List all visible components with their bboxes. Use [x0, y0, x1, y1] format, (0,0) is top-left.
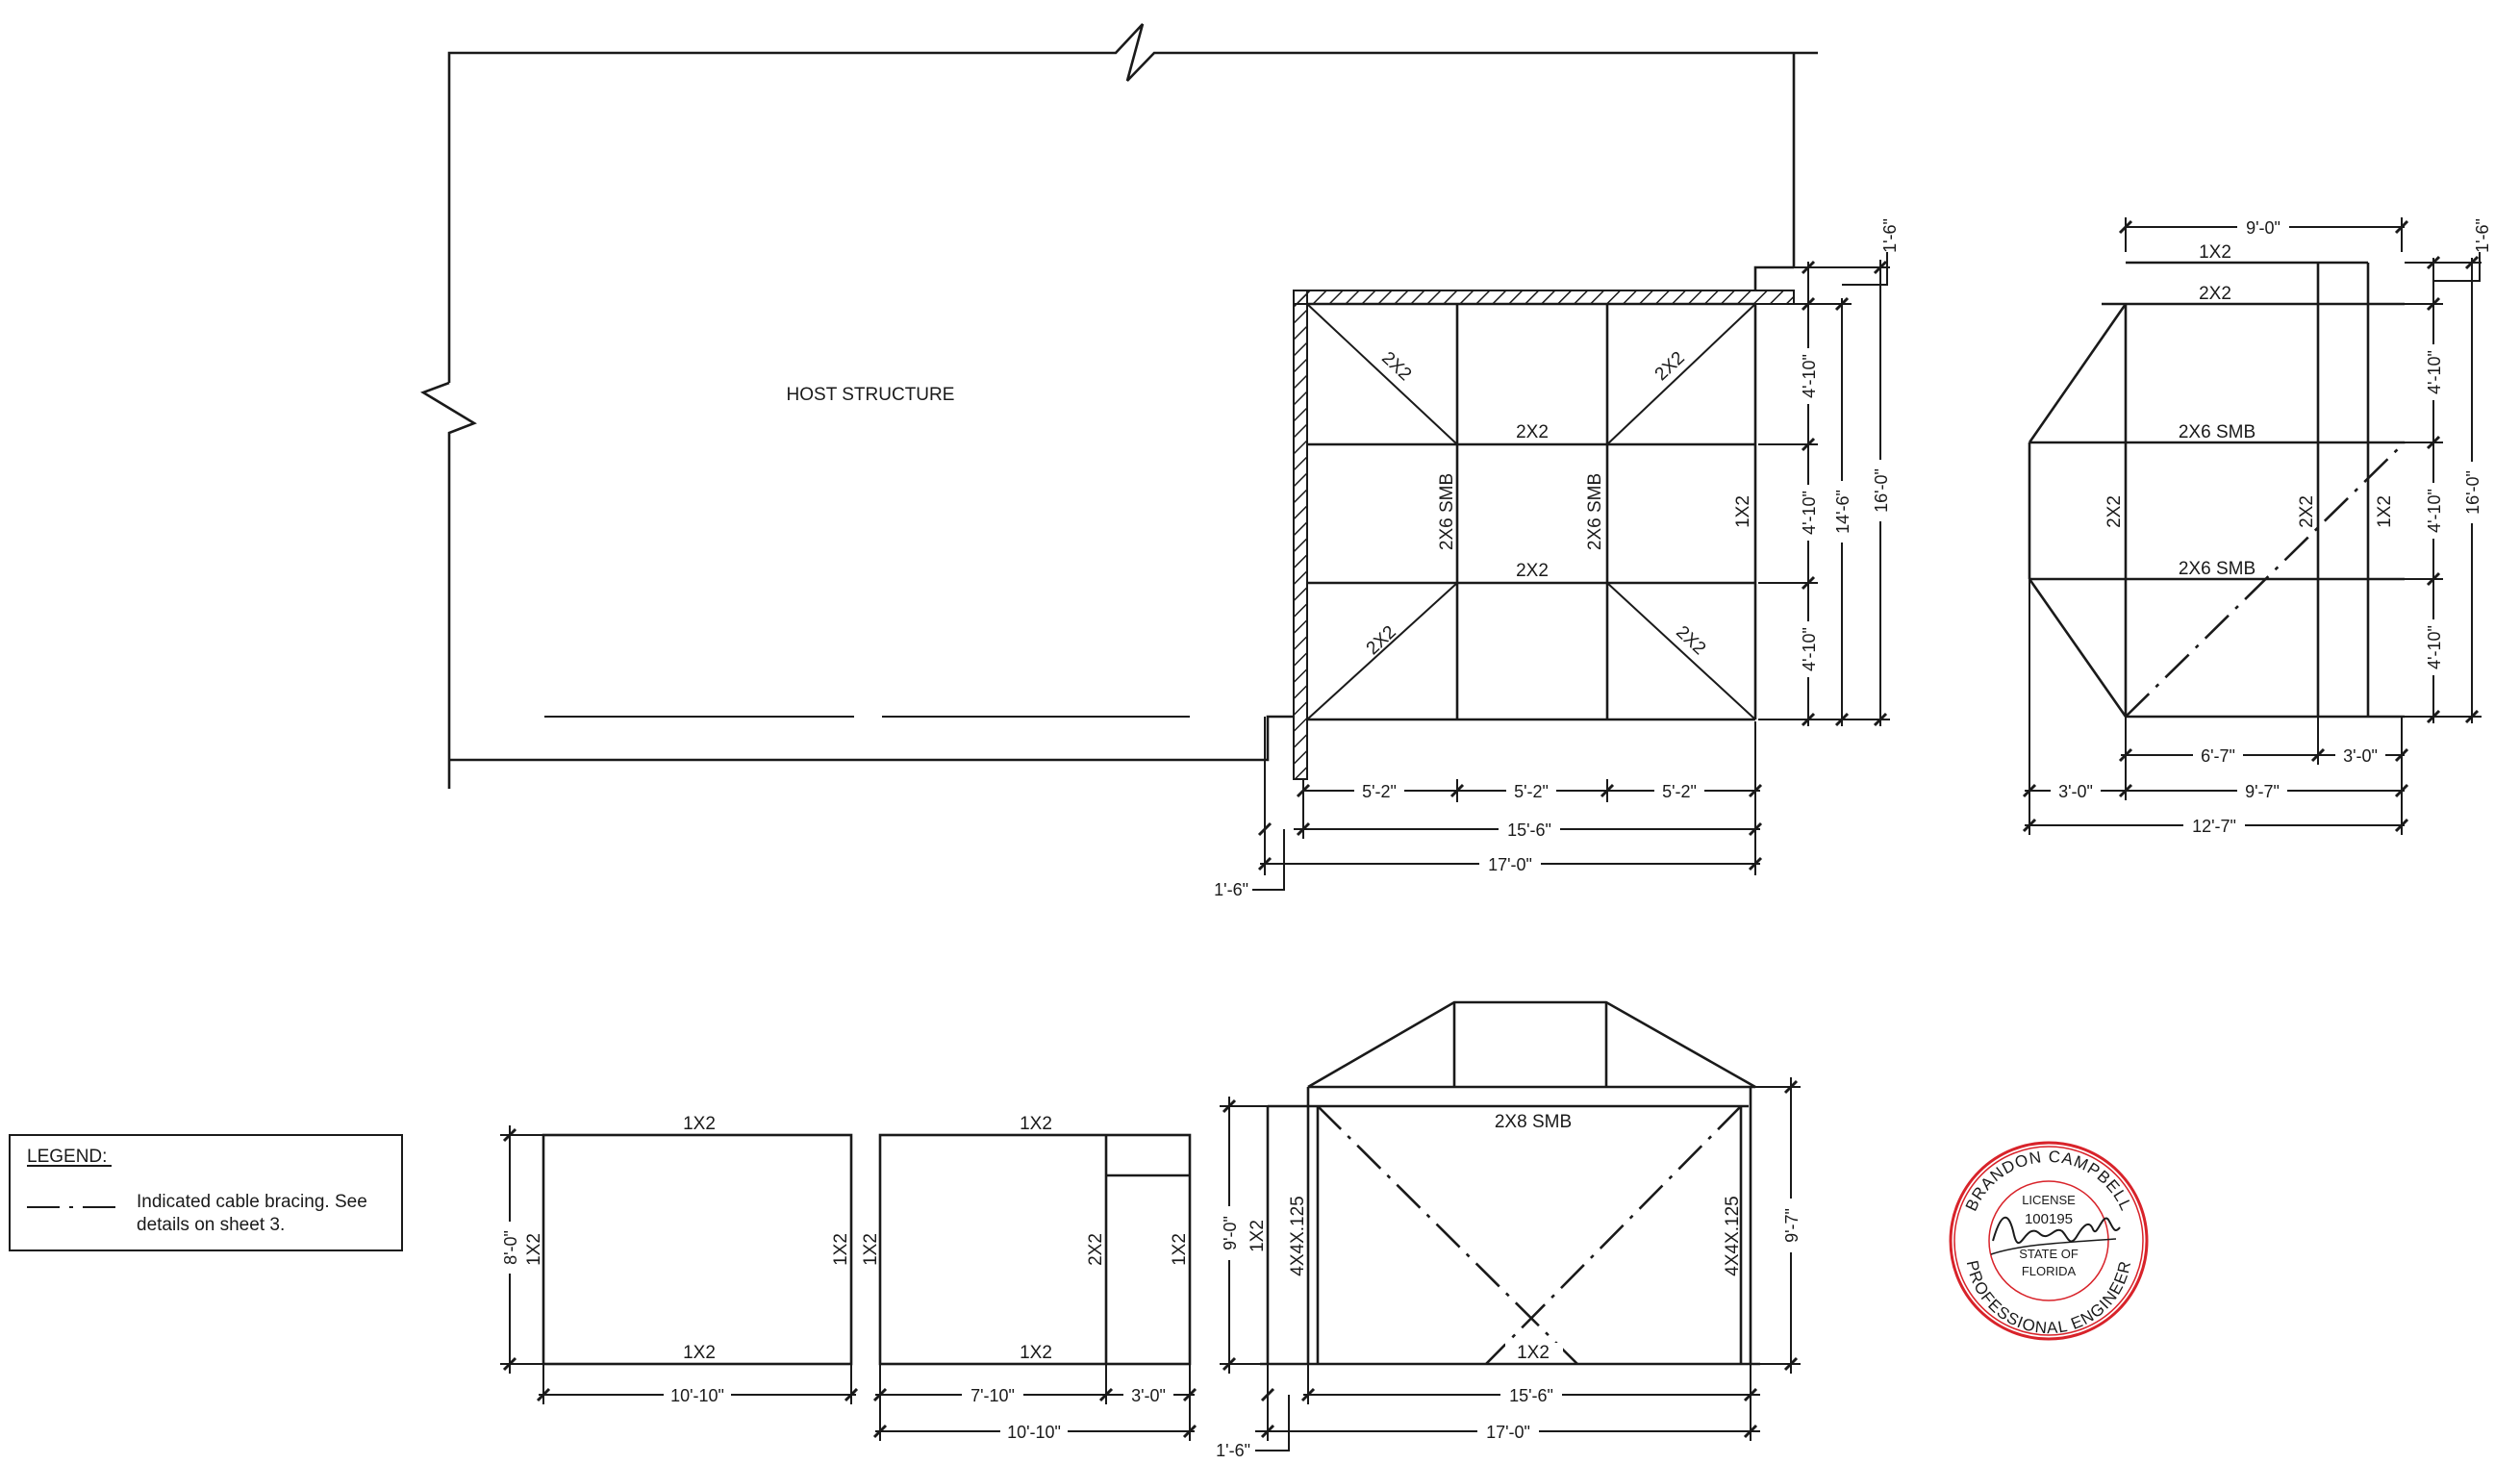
- elevation-a: 1X2 1X2 1X2 1X2 8'-0" 10'-10": [498, 1114, 859, 1406]
- elev-b-bottom-label: 1X2: [1020, 1343, 1052, 1363]
- front-elevation: 2X8 SMB 4X4X.125 4X4X.125 1X2 1X2: [1216, 1000, 1802, 1460]
- legend-title: LEGEND:: [27, 1147, 107, 1167]
- elev-b-dim-seg-a: 7'-10": [970, 1386, 1015, 1405]
- plan-right-dimensions: 4'-10" 4'-10" 4'-10" 14'-6" 16'-0" 1'-6": [1758, 218, 1900, 727]
- front-dim-offset-left: 1'-6": [1216, 1441, 1250, 1460]
- side-top-1x2-label: 1X2: [2199, 242, 2231, 263]
- front-post-right-label: 4X4X.125: [1723, 1196, 1743, 1275]
- plan-view: 2X2 2X2 2X2 2X2 2X2 2X2 2X6 SMB 2X6 SMB …: [1214, 218, 1900, 899]
- plan-brace-tr-label: 2X2: [1651, 348, 1689, 385]
- seal-state-1: STATE OF: [2019, 1247, 2079, 1261]
- plan-dim-row-1: 4'-10": [1800, 354, 1819, 398]
- side-left-2x2-label: 2X2: [2104, 495, 2125, 528]
- elev-a-dim-height: 8'-0": [501, 1230, 520, 1265]
- plan-dim-bay-1: 5'-2": [1362, 782, 1397, 801]
- plan-brace-bl-label: 2X2: [1363, 622, 1400, 659]
- plan-edge-right-label: 1X2: [1733, 495, 1753, 528]
- plan-smb-right-label: 2X6 SMB: [1585, 473, 1605, 550]
- front-dim-height-right: 9'-7": [1782, 1208, 1802, 1243]
- elev-a-left-label: 1X2: [524, 1233, 544, 1266]
- seal-state-2: FLORIDA: [2022, 1264, 2077, 1278]
- side-dim-seg-a: 6'-7": [2201, 746, 2235, 766]
- side-dim-left-offset: 3'-0": [2058, 782, 2093, 801]
- plan-dim-row-3: 4'-10": [1800, 627, 1819, 671]
- plan-rafter-upper-label: 2X2: [1516, 422, 1549, 442]
- elev-b-dim-seg-b: 3'-0": [1131, 1386, 1166, 1405]
- elev-b-mid-label: 2X2: [1086, 1233, 1106, 1266]
- elev-b-dim-overall: 10'-10": [1007, 1423, 1061, 1442]
- seal-signature: [1992, 1216, 2121, 1244]
- plan-rafter-lower-label: 2X2: [1516, 561, 1549, 581]
- plan-dim-row-2: 4'-10": [1800, 491, 1819, 535]
- engineer-seal: BRANDON CAMPBELL PROFESSIONAL ENGINEER L…: [1949, 1141, 2149, 1341]
- plan-brace-tl-label: 2X2: [1377, 348, 1415, 385]
- elev-a-bottom-label: 1X2: [683, 1343, 716, 1363]
- side-dim-top: 9'-0": [2246, 218, 2281, 238]
- ledger-wall-hatch-left: [1293, 290, 1308, 780]
- elev-b-left-label: 1X2: [861, 1233, 881, 1266]
- plan-dim-offset-left: 1'-6": [1214, 880, 1248, 899]
- ledger-wall-hatch-top: [1293, 290, 1795, 305]
- side-dim-row-3: 4'-10": [2425, 625, 2444, 669]
- side-dim-mid: 9'-7": [2245, 782, 2280, 801]
- plan-smb-left-label: 2X6 SMB: [1437, 473, 1457, 550]
- plan-dim-depth-inner: 14'-6": [1833, 490, 1852, 534]
- side-smb-upper-label: 2X6 SMB: [2179, 422, 2255, 442]
- side-top-2x2-label: 2X2: [2199, 284, 2231, 304]
- plan-dim-bay-2: 5'-2": [1514, 782, 1549, 801]
- elev-a-top-label: 1X2: [683, 1114, 716, 1134]
- front-left-1x2-label: 1X2: [1247, 1220, 1268, 1252]
- plan-brace-br-label: 2X2: [1672, 622, 1709, 659]
- front-post-left-label: 4X4X.125: [1288, 1196, 1308, 1275]
- plan-bottom-dimensions: 5'-2" 5'-2" 5'-2" 15'-6" 17'-0" 1'-6": [1214, 717, 1763, 899]
- plan-dim-overall: 17'-0": [1488, 855, 1532, 874]
- legend: LEGEND: Indicated cable bracing. See det…: [9, 1134, 403, 1251]
- side-right-1x2-label: 1X2: [2375, 495, 2395, 528]
- side-dim-row-2: 4'-10": [2425, 489, 2444, 533]
- side-dim-seg-b: 3'-0": [2343, 746, 2378, 766]
- front-beam-label: 2X8 SMB: [1495, 1112, 1572, 1132]
- front-dim-height-left: 9'-0": [1221, 1216, 1240, 1250]
- host-structure-label: HOST STRUCTURE: [787, 385, 955, 405]
- side-smb-lower-label: 2X6 SMB: [2179, 559, 2255, 579]
- side-mid-2x2-label: 2X2: [2297, 495, 2317, 528]
- plan-dim-overall-inner: 15'-6": [1507, 820, 1551, 840]
- elev-b-top-label: 1X2: [1020, 1114, 1052, 1134]
- legend-line-2: details on sheet 3.: [137, 1215, 285, 1235]
- elev-b-right-label: 1X2: [1170, 1233, 1190, 1266]
- elev-a-dim-width: 10'-10": [670, 1386, 724, 1405]
- seal-license-number: 100195: [2025, 1211, 2073, 1227]
- front-dim-inner: 15'-6": [1509, 1386, 1553, 1405]
- plan-dim-depth: 16'-0": [1872, 468, 1891, 513]
- front-dim-overall: 17'-0": [1486, 1423, 1530, 1442]
- elevation-b: 1X2 1X2 1X2 2X2 1X2 7'-10" 3'-0" 10'-10": [861, 1114, 1197, 1443]
- legend-line-1: Indicated cable bracing. See: [137, 1192, 367, 1212]
- side-dim-overall: 12'-7": [2192, 817, 2236, 836]
- front-bottom-label: 1X2: [1517, 1343, 1550, 1363]
- plan-dim-offset-top: 1'-6": [1880, 218, 1900, 253]
- side-plan: 1X2 2X2 2X6 SMB 2X6 SMB 2X2 2X2 1X2: [2022, 215, 2492, 837]
- elev-a-right-label: 1X2: [831, 1233, 851, 1266]
- side-dim-depth: 16'-0": [2463, 470, 2482, 515]
- plan-dim-bay-3: 5'-2": [1662, 782, 1697, 801]
- seal-license-label: LICENSE: [2022, 1193, 2076, 1207]
- front-elevation-dimensions: 9'-0" 9'-7" 15'-6" 17'-0" 1'-6": [1216, 1077, 1802, 1460]
- side-plan-dimensions: 9'-0" 4'-10" 4'-10" 4'-10" 16'-0" 1'-6" …: [2022, 215, 2492, 837]
- side-dim-row-1: 4'-10": [2425, 350, 2444, 394]
- side-dim-offset-top: 1'-6": [2473, 218, 2492, 253]
- host-structure: HOST STRUCTURE: [420, 23, 1818, 789]
